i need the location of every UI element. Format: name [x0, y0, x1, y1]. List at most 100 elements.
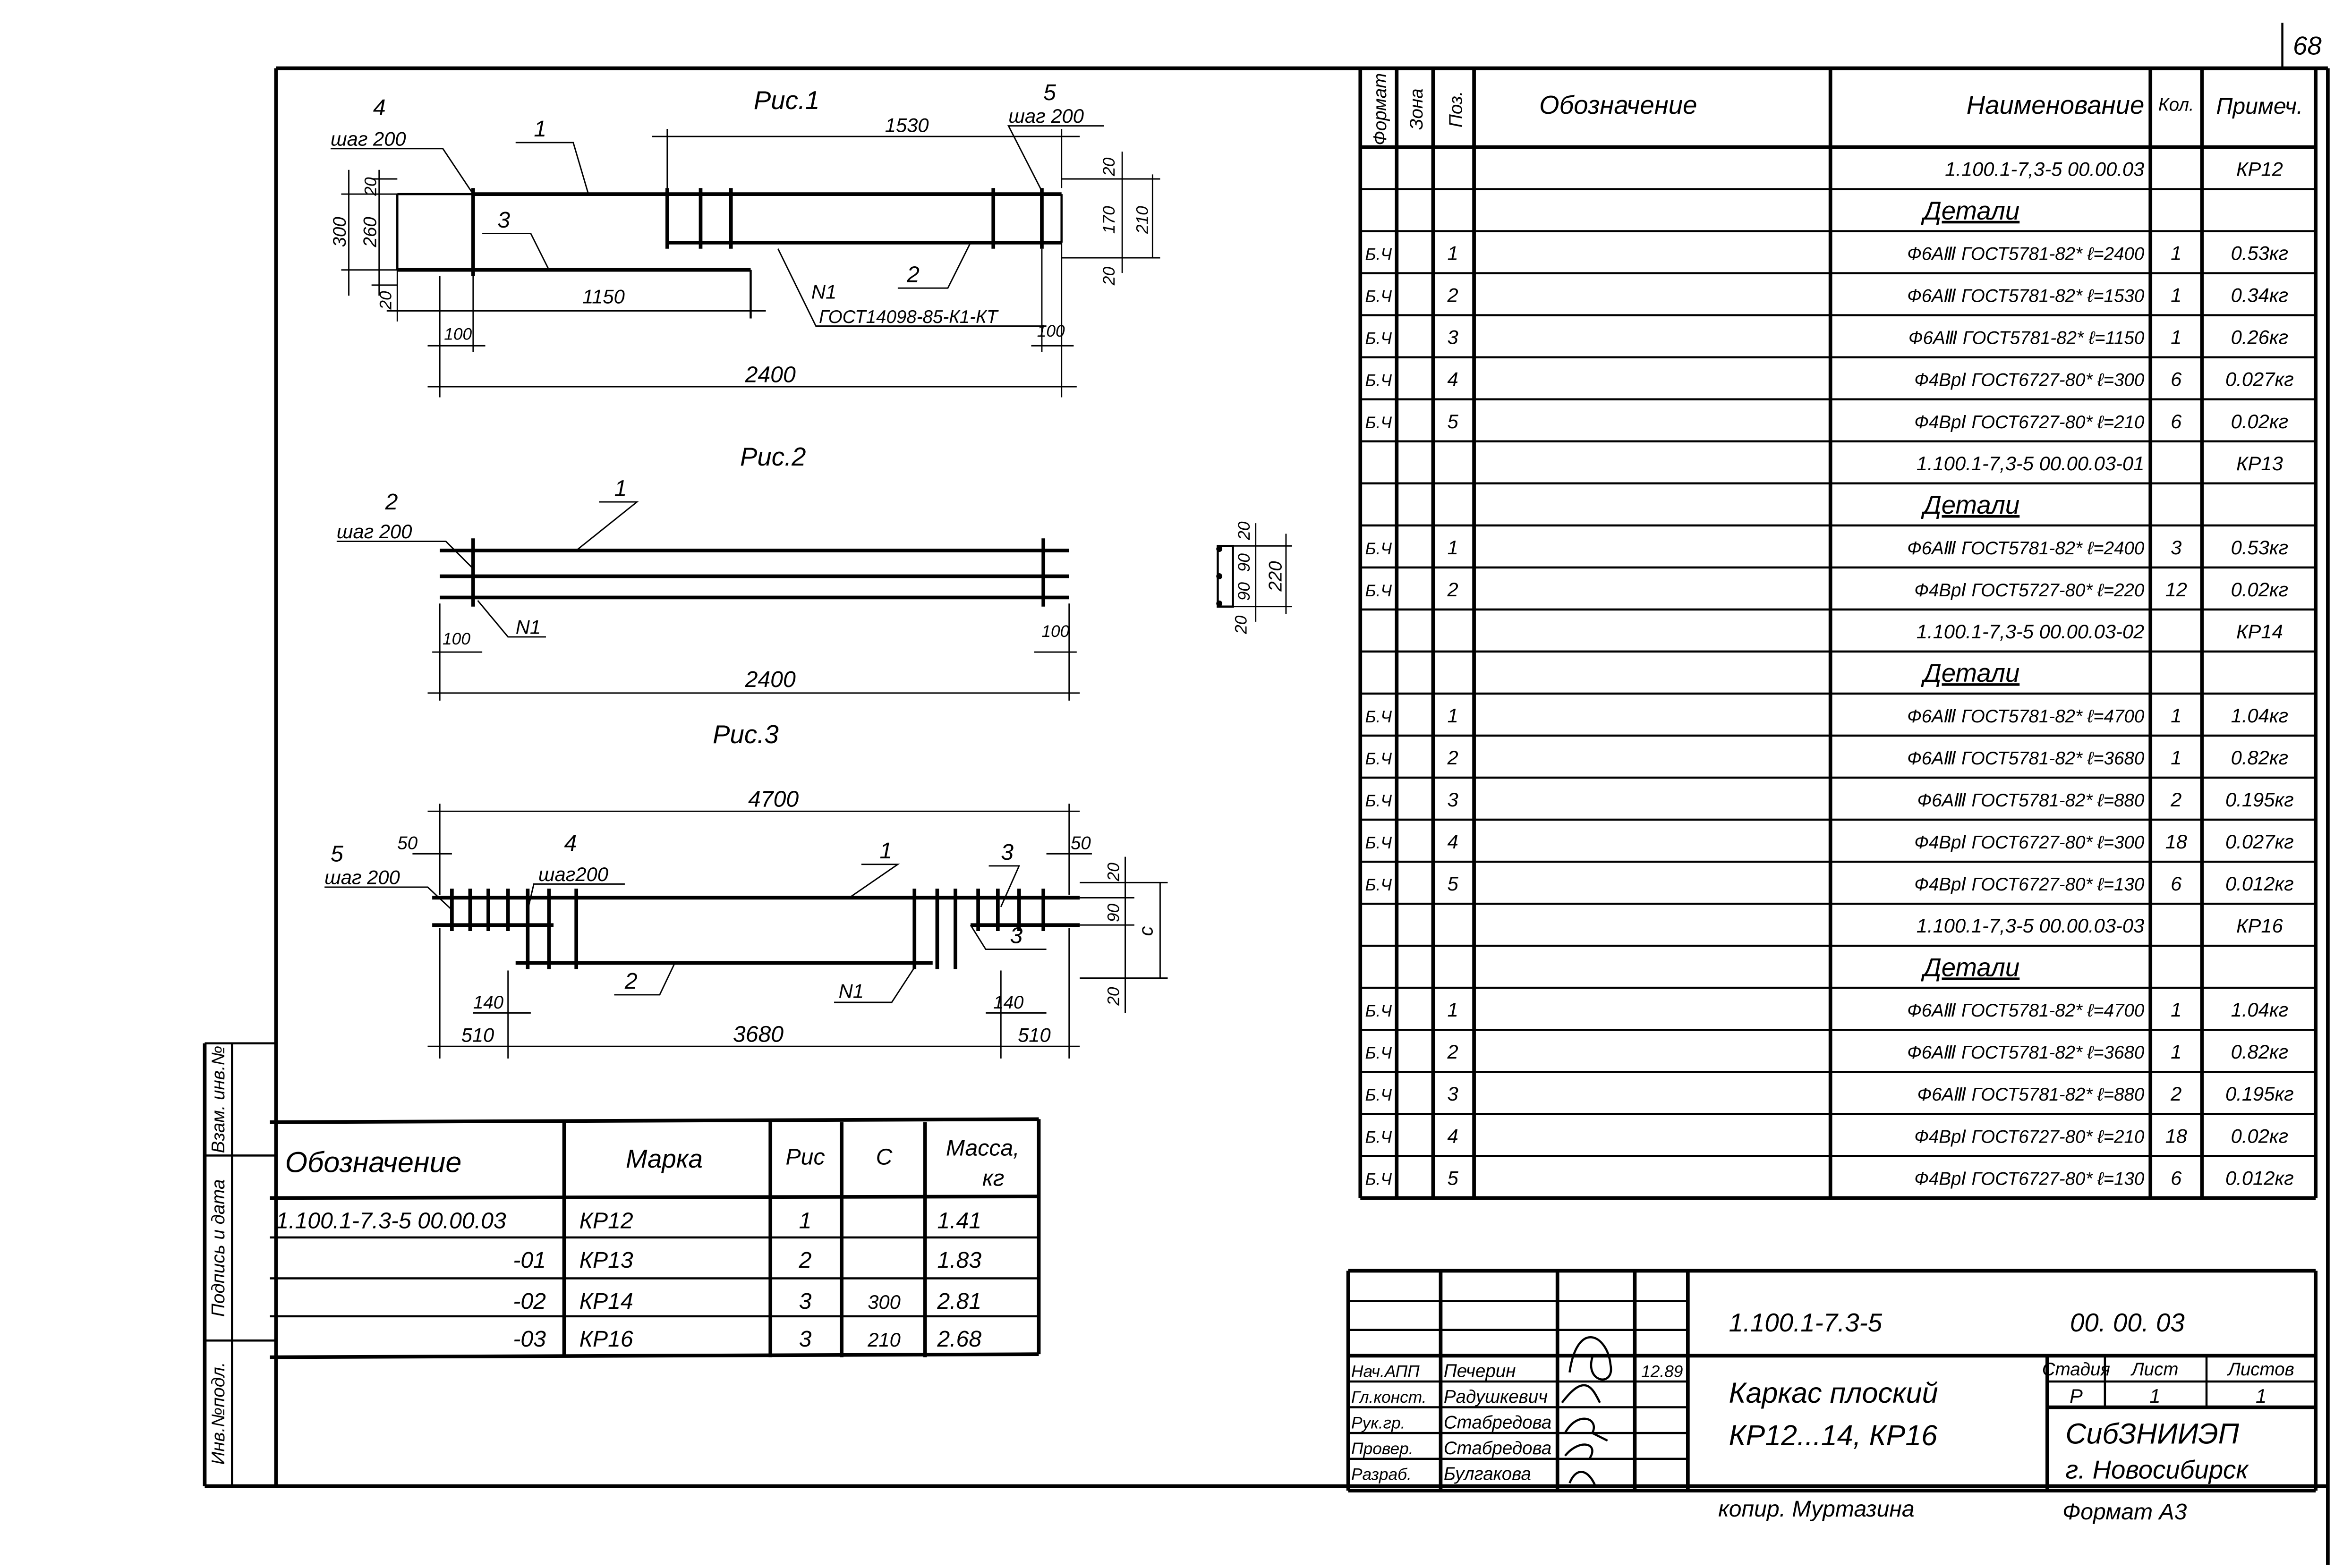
cell-note: 0.027кг: [2225, 831, 2294, 853]
page-number-text: 68: [2293, 32, 2322, 60]
header-mass-unit: кг: [982, 1166, 1004, 1191]
header-mark: Марка: [626, 1144, 703, 1173]
dim-140-right: 140: [993, 992, 1024, 1013]
header-c: С: [876, 1144, 893, 1170]
dim-20-bottom-left: 20: [376, 291, 395, 310]
label-weld-n1: N1: [839, 980, 864, 1002]
cell-format: Б.Ч: [1365, 414, 1392, 432]
cell-format: Б.Ч: [1365, 708, 1392, 726]
cell-section-heading: Детали: [1920, 196, 2019, 225]
cell-qty: 18: [2165, 831, 2187, 853]
figure-3: Рис.3 4700 50 50 140: [324, 720, 1168, 1059]
cell-note: 0.012кг: [2225, 873, 2294, 895]
copied-by: копир. Муртазина: [1718, 1496, 1915, 1522]
cell-format: Б.Ч: [1365, 288, 1392, 306]
cell-qty: 12: [2165, 578, 2187, 601]
cell-mass: 1.41: [937, 1208, 981, 1234]
org-name: СибЗНИИЭП: [2065, 1418, 2239, 1450]
cell-qty: 6: [2171, 368, 2182, 390]
dim-50-right: 50: [1071, 833, 1091, 854]
header-qty: Кол.: [2158, 94, 2194, 115]
cell-note: 0.82кг: [2231, 746, 2289, 769]
label-weld-n1: N1: [516, 616, 541, 638]
cell-note: 1.04кг: [2231, 999, 2289, 1021]
dim-c: c: [1134, 926, 1157, 936]
dim-100-left: 100: [443, 630, 470, 648]
signatory-role: Гл.конст.: [1351, 1388, 1427, 1407]
label-pos-1: 1: [879, 838, 892, 864]
cell-pos: 1: [1448, 536, 1458, 559]
cell-name: Ф4ВрⅠ ГОСТ6727-80* ℓ=300: [1914, 370, 2145, 390]
cell-name: Ф6АⅢ ГОСТ5781-82* ℓ=2400: [1907, 244, 2145, 264]
spec-row: Детали: [1360, 482, 2316, 519]
dim-510-right: 510: [1018, 1024, 1051, 1046]
cell-pos: 2: [1447, 746, 1458, 769]
cell-designation: -01: [513, 1247, 546, 1273]
dim-20-bottom: 20: [1232, 615, 1250, 635]
cell-format: Б.Ч: [1365, 330, 1392, 348]
cell-pos: 5: [1448, 873, 1459, 895]
cell-format: Б.Ч: [1365, 1044, 1392, 1062]
cell-pos: 5: [1448, 1167, 1459, 1189]
cell-designation: -02: [513, 1288, 546, 1314]
label-step-4: шаг200: [538, 863, 608, 885]
cell-name: Ф6АⅢ ГОСТ5781-82* ℓ=1150: [1908, 328, 2145, 348]
cell-note: КР12: [2236, 158, 2283, 180]
title-block: 1.100.1-7.3-5 00. 00. 03 Каркас плоский …: [1346, 1269, 2318, 1493]
cell-format: Б.Ч: [1365, 1128, 1392, 1146]
cell-mark: КР14: [579, 1288, 633, 1314]
dim-3680: 3680: [733, 1022, 784, 1047]
cell-name: Ф6АⅢ ГОСТ5781-82* ℓ=4700: [1907, 1000, 2145, 1021]
cell-note: 0.26кг: [2231, 326, 2289, 348]
signatory-role: Рук.гр.: [1351, 1414, 1406, 1432]
cell-name: Ф6АⅢ ГОСТ5781-82* ℓ=4700: [1907, 706, 2145, 727]
label-pos-1: 1: [614, 475, 627, 501]
dim-2400: 2400: [745, 362, 796, 387]
cell-mass: 2.81: [937, 1288, 981, 1314]
dim-1530: 1530: [885, 114, 929, 136]
stamp-inv-original-label: Инв.№подл.: [208, 1362, 229, 1465]
cell-qty: 6: [2171, 410, 2182, 432]
dim-1150: 1150: [582, 285, 625, 307]
label-step-4: шаг 200: [331, 127, 406, 150]
cell-pos: 3: [1448, 788, 1458, 811]
label-step-5: шаг 200: [324, 866, 400, 888]
cell-format: Б.Ч: [1365, 1086, 1392, 1104]
specification-table: Формат Зона Поз. Обозначение Наименовани…: [1358, 68, 2318, 1200]
label-pos-1: 1: [534, 116, 546, 142]
cell-name: Ф6АⅢ ГОСТ5781-82* ℓ=3680: [1907, 1043, 2145, 1063]
cell-name: Ф6АⅢ ГОСТ5781-82* ℓ=1530: [1907, 286, 2145, 306]
cell-mass: 1.83: [937, 1247, 981, 1273]
cell-note: 0.195кг: [2225, 788, 2294, 811]
cell-c: 210: [867, 1329, 901, 1351]
signatory-role: Разраб.: [1351, 1466, 1412, 1484]
cell-section-heading: Детали: [1920, 491, 2019, 519]
cell-format: Б.Ч: [1365, 750, 1392, 768]
cell-note: 0.02кг: [2231, 410, 2289, 432]
title-name-line2: КР12...14, КР16: [1729, 1419, 1938, 1451]
cell-pos: 5: [1448, 410, 1459, 432]
dim-220: 220: [1265, 561, 1286, 592]
cell-format: Б.Ч: [1365, 792, 1392, 810]
cell-pos: 1: [1448, 999, 1458, 1021]
label-pos-3-top: 3: [1001, 839, 1014, 865]
signatory-name: Стабредова: [1444, 1413, 1551, 1433]
dim-170: 170: [1100, 206, 1118, 234]
sheet-value: 1: [2149, 1385, 2160, 1407]
cell-qty: 1: [2171, 746, 2181, 769]
cell-qty: 2: [2170, 1083, 2181, 1105]
page-number: 68: [2281, 23, 2322, 68]
